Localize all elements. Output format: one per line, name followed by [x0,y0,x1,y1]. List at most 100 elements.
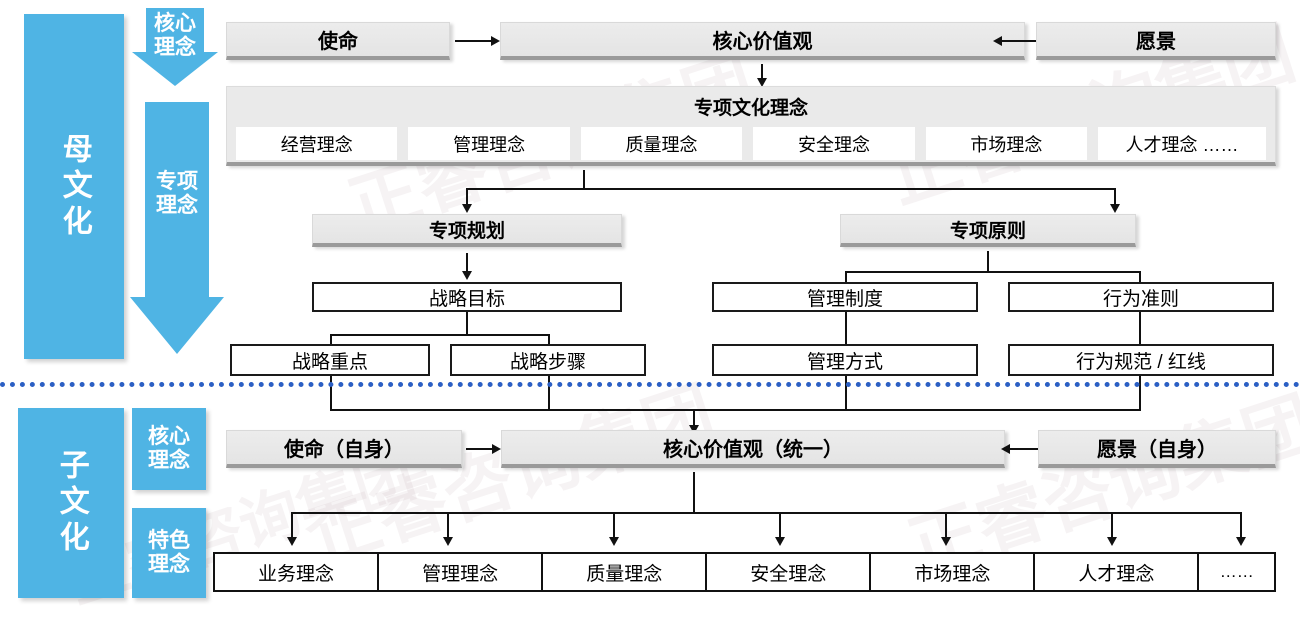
strategy-steps-box[interactable]: 战略步骤 [450,344,646,376]
connector-fan-drop [291,512,293,539]
section-divider [0,382,1300,387]
child-concept-item[interactable]: …… [1219,562,1254,581]
connector-principle-to-code [1139,271,1141,283]
connector-steps-down [548,376,550,411]
connector-child-mission-to-core [466,448,494,450]
connector-goal-split [330,334,550,336]
connector-code-to-norm [1139,312,1141,346]
behavior-code-label: 行为准则 [1102,288,1179,310]
block-line-2: 理念 [148,449,190,472]
child-feature-concept-block: 特色 理念 [132,508,206,598]
management-system-box[interactable]: 管理制度 [712,282,978,312]
child-concept-item[interactable]: 业务理念 [215,554,380,590]
child-feature-concept-text: 特色 理念 [148,529,190,576]
connector-goal-to-focus [330,334,332,346]
child-concept-item[interactable]: 市场理念 [871,554,1036,590]
arrowhead-left-icon [993,36,1002,46]
special-culture-item[interactable]: 人才理念 …… [1098,127,1266,160]
connector-fan-drop [613,512,615,539]
arrowhead-down-icon [443,537,453,546]
child-core-values-label: 核心价值观（统一） [663,439,843,461]
arrow-line-1: 专项 [156,170,198,193]
management-method-box[interactable]: 管理方式 [712,344,978,376]
arrowhead-left-icon [1001,444,1010,454]
block-line-2: 理念 [148,553,190,576]
arrowhead-down-icon [462,204,472,213]
strategy-goal-label: 战略目标 [428,288,505,310]
connector-mission-to-core [455,40,493,42]
management-method-label: 管理方式 [806,351,883,373]
special-culture-item[interactable]: 质量理念 [580,127,743,160]
child-vision-box[interactable]: 愿景（自身） [1038,430,1276,468]
block-line-1: 核心 [148,425,190,449]
special-culture-item[interactable]: 管理理念 [408,127,570,160]
arrowhead-down-icon [462,271,472,280]
connector-principle-split [845,271,1141,273]
parent-core-concept-arrow: 核心 理念 [132,8,218,86]
behavior-code-box[interactable]: 行为准则 [1008,282,1274,312]
arrow-line-2: 理念 [156,193,198,217]
arrowhead-down-icon [775,537,785,546]
parent-core-concept-arrow-text: 核心 理念 [154,12,196,59]
connector-goal-stem [466,312,468,336]
parent-core-values-box[interactable]: 核心价值观 [500,22,1025,60]
behavior-norm-box[interactable]: 行为规范 / 红线 [1008,344,1274,376]
connector-method-down [845,376,847,411]
arrow-line-1: 核心 [154,12,196,35]
parent-special-concept-arrow: 专项 理念 [130,102,224,354]
connector-system-to-method [845,312,847,346]
arrowhead-right-icon [492,444,501,454]
connector-fan-drop [945,512,947,539]
arrowhead-down-icon [757,78,767,87]
connector-fan-drop [779,512,781,539]
special-culture-item[interactable]: 经营理念 [236,127,398,160]
child-mission-box[interactable]: 使命（自身） [226,430,462,468]
child-concept-item[interactable]: 管理理念 [379,554,544,590]
strategy-focus-box[interactable]: 战略重点 [230,344,430,376]
connector-fan-drop [1240,512,1242,539]
special-culture-item[interactable]: 市场理念 [925,127,1088,160]
parent-special-concept-arrow-text: 专项 理念 [156,170,198,217]
connector-vision-to-core [1000,40,1040,42]
connector-bus-to-child-core [693,409,695,427]
arrowhead-down-icon [287,537,297,546]
parent-culture-label-text: 母文化 [57,132,91,241]
connector-child-vision-to-core [1008,448,1040,450]
arrowhead-down-icon [609,537,619,546]
arrowhead-down-icon [1107,537,1117,546]
connector-panel-split [466,188,1116,190]
connector-core-to-panel [761,64,763,82]
strategy-goal-box[interactable]: 战略目标 [312,282,622,312]
connector-parent-to-child-bus [330,409,1141,411]
child-concept-item[interactable]: 安全理念 [707,554,872,590]
special-culture-item[interactable]: 安全理念 [753,127,915,160]
connector-principle-stem [987,251,989,273]
arrowhead-down-icon [941,537,951,546]
connector-fan-drop [1111,512,1113,539]
parent-mission-box[interactable]: 使命 [226,22,450,60]
child-core-values-box[interactable]: 核心价值观（统一） [501,430,1005,468]
child-vision-label: 愿景（自身） [1097,439,1217,461]
block-line-1: 特色 [148,529,190,553]
strategy-focus-label: 战略重点 [291,351,368,373]
connector-child-core-stem [693,472,695,514]
connector-plan-to-goal [466,253,468,273]
child-culture-label-text: 子文化 [54,449,88,557]
child-core-concept-text: 核心 理念 [148,425,190,472]
connector-child-fan-bus [291,512,1241,514]
connector-panel-stem [583,170,585,190]
parent-vision-box[interactable]: 愿景 [1036,22,1276,60]
arrow-line-2: 理念 [154,35,196,59]
connector-to-right-branch [1114,188,1116,206]
parent-culture-label: 母文化 [24,14,124,359]
child-concept-item[interactable]: 人才理念 [1035,554,1200,590]
child-concept-item[interactable]: 质量理念 [543,554,708,590]
arrowhead-right-icon [491,36,500,46]
special-principle-label: 专项原则 [949,220,1026,242]
management-system-label: 管理制度 [806,288,883,310]
child-concept-row: 业务理念 管理理念 质量理念 安全理念 市场理念 人才理念 …… [213,552,1276,592]
arrowhead-down-icon [1110,204,1120,213]
special-plan-box[interactable]: 专项规划 [312,214,622,247]
special-principle-box[interactable]: 专项原则 [840,214,1136,247]
